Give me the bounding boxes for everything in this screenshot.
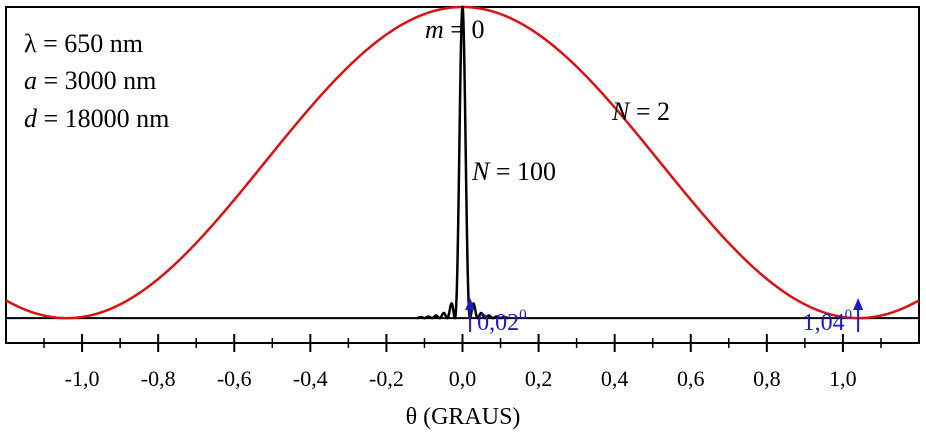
x-tick-label: -0,6 bbox=[217, 366, 252, 391]
arrow-label-first-minimum: 0,020 bbox=[477, 307, 527, 336]
x-tick-label: 0,4 bbox=[601, 366, 629, 391]
x-tick-label: -1,0 bbox=[65, 366, 100, 391]
annotation-n2: N = 2 bbox=[611, 97, 670, 126]
x-tick-label: -0,4 bbox=[293, 366, 328, 391]
arrow-label-envelope-minimum: 1,040 bbox=[803, 307, 853, 336]
arrow-envelope-minimum bbox=[853, 298, 864, 332]
param-a: a = 3000 nm bbox=[24, 66, 156, 95]
annotation-m0: m = 0 bbox=[425, 15, 484, 44]
series-N100 bbox=[416, 5, 509, 320]
x-tick-label: 0,2 bbox=[525, 366, 553, 391]
x-tick-label: -0,8 bbox=[141, 366, 176, 391]
x-tick-label: -0,2 bbox=[369, 366, 404, 391]
x-tick-label: 1,0 bbox=[829, 366, 857, 391]
x-tick-label: 0,8 bbox=[753, 366, 781, 391]
x-tick-label: 0,0 bbox=[449, 366, 477, 391]
param-d: d = 18000 nm bbox=[24, 104, 169, 133]
arrow-first-minimum bbox=[465, 298, 476, 332]
series-layer bbox=[5, 5, 920, 320]
param-lambda: λ = 650 nm bbox=[24, 29, 143, 58]
x-axis-ticks bbox=[43, 334, 882, 352]
arrow-head bbox=[853, 298, 864, 310]
x-tick-label: 0,6 bbox=[677, 366, 705, 391]
x-axis-label: θ (GRAUS) bbox=[406, 404, 521, 430]
x-axis-tick-labels: -1,0 -0,8 -0,6 -0,4 -0,2 0,0 0,2 0,4 0,6 0,8 1,0 bbox=[65, 366, 857, 391]
annotation-n100: N = 100 bbox=[471, 157, 556, 186]
arrow-head bbox=[465, 298, 476, 310]
